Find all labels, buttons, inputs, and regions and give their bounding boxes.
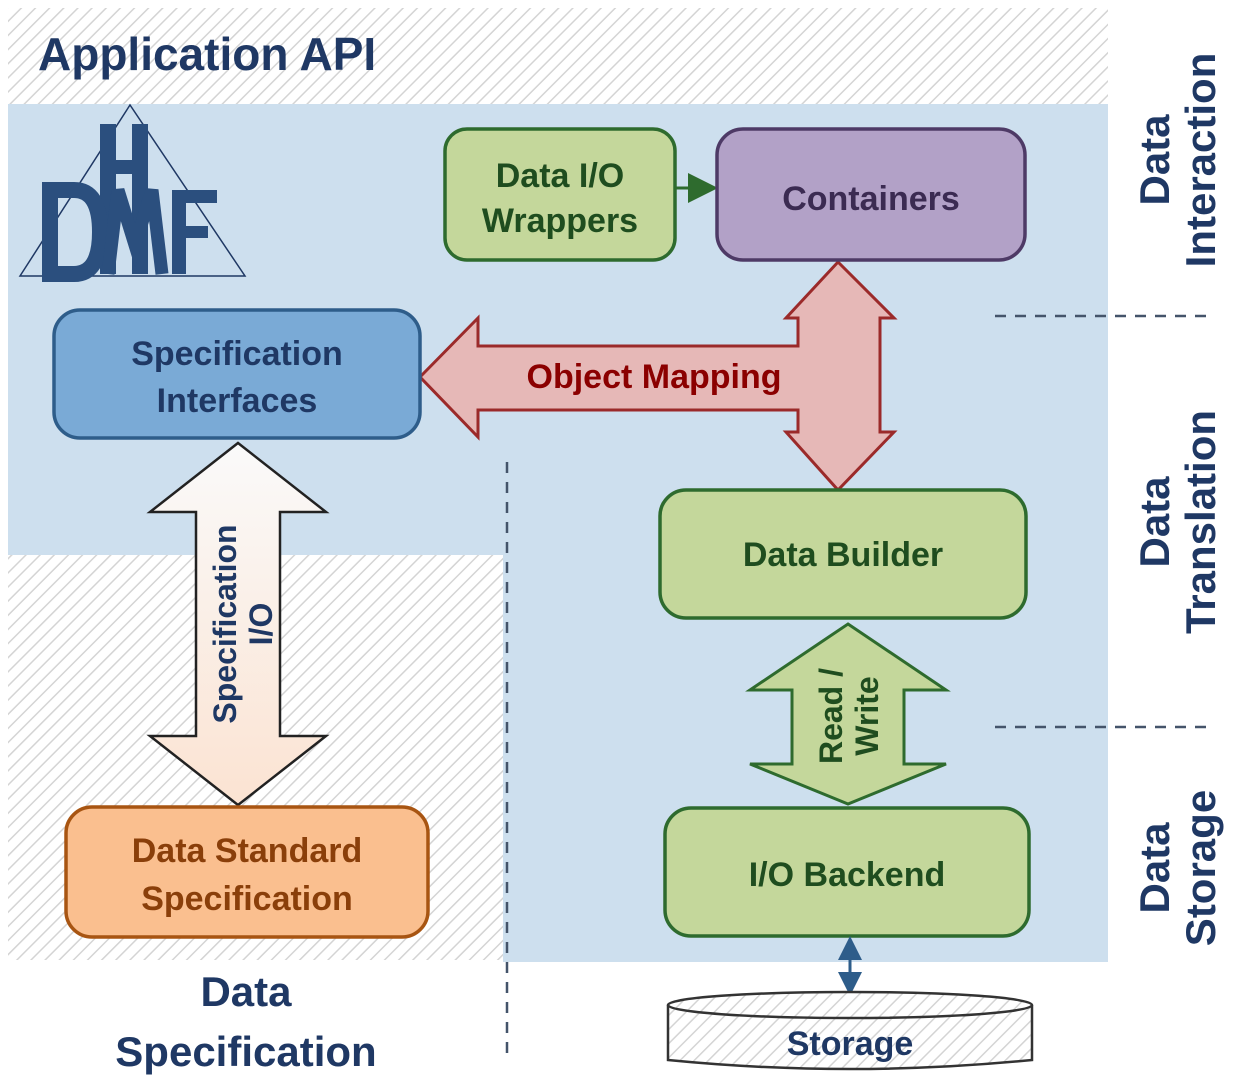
svg-text:Wrappers: Wrappers xyxy=(482,202,638,240)
svg-text:Interaction: Interaction xyxy=(1177,53,1224,268)
svg-text:Specification: Specification xyxy=(131,335,343,373)
hdmf-logo xyxy=(18,103,247,282)
specification-interfaces-box: Specification Interfaces xyxy=(52,308,422,440)
layer-label-specification: Data Specification xyxy=(115,968,376,1075)
svg-text:I/O: I/O xyxy=(243,603,279,646)
read-write-arrow xyxy=(745,622,951,806)
svg-text:I/O Backend: I/O Backend xyxy=(749,856,946,894)
svg-text:Containers: Containers xyxy=(782,180,960,218)
svg-text:Data Standard: Data Standard xyxy=(132,832,363,870)
svg-text:Write: Write xyxy=(849,676,885,755)
object-mapping-label: Object Mapping xyxy=(527,358,782,396)
storage-cylinder: Storage xyxy=(666,990,1034,1071)
svg-text:Specification: Specification xyxy=(141,880,353,918)
page-title: Application API xyxy=(38,28,376,80)
svg-text:Data: Data xyxy=(1131,476,1178,568)
object-mapping-shape xyxy=(417,259,898,493)
svg-text:Data: Data xyxy=(1131,822,1178,914)
data-standard-specification-box: Data Standard Specification xyxy=(64,805,430,939)
api-hatched-band xyxy=(8,8,1108,104)
svg-text:Data: Data xyxy=(1131,114,1178,206)
svg-text:Storage: Storage xyxy=(1177,790,1224,946)
svg-text:Data: Data xyxy=(200,968,292,1015)
spec-io-arrow xyxy=(146,441,330,807)
layer-label-interaction: Data Interaction xyxy=(1131,53,1224,268)
svg-text:Read /: Read / xyxy=(813,668,849,764)
spec-io-label: Specification I/O xyxy=(207,524,279,723)
svg-text:Interfaces: Interfaces xyxy=(157,382,318,420)
svg-text:Data Builder: Data Builder xyxy=(743,536,943,574)
data-builder-box: Data Builder xyxy=(658,488,1028,620)
svg-text:Specification: Specification xyxy=(115,1028,376,1075)
svg-text:Specification: Specification xyxy=(207,524,243,723)
svg-text:Translation: Translation xyxy=(1177,410,1224,634)
data-io-wrappers-box: Data I/O Wrappers xyxy=(443,127,677,262)
io-backend-box: I/O Backend xyxy=(663,806,1031,938)
svg-text:Storage: Storage xyxy=(787,1025,914,1063)
svg-text:Data I/O: Data I/O xyxy=(496,157,624,195)
layer-label-translation: Data Translation xyxy=(1131,410,1224,634)
layer-label-storage: Data Storage xyxy=(1131,790,1224,946)
containers-box: Containers xyxy=(715,127,1027,262)
read-write-label: Read / Write xyxy=(813,668,885,764)
